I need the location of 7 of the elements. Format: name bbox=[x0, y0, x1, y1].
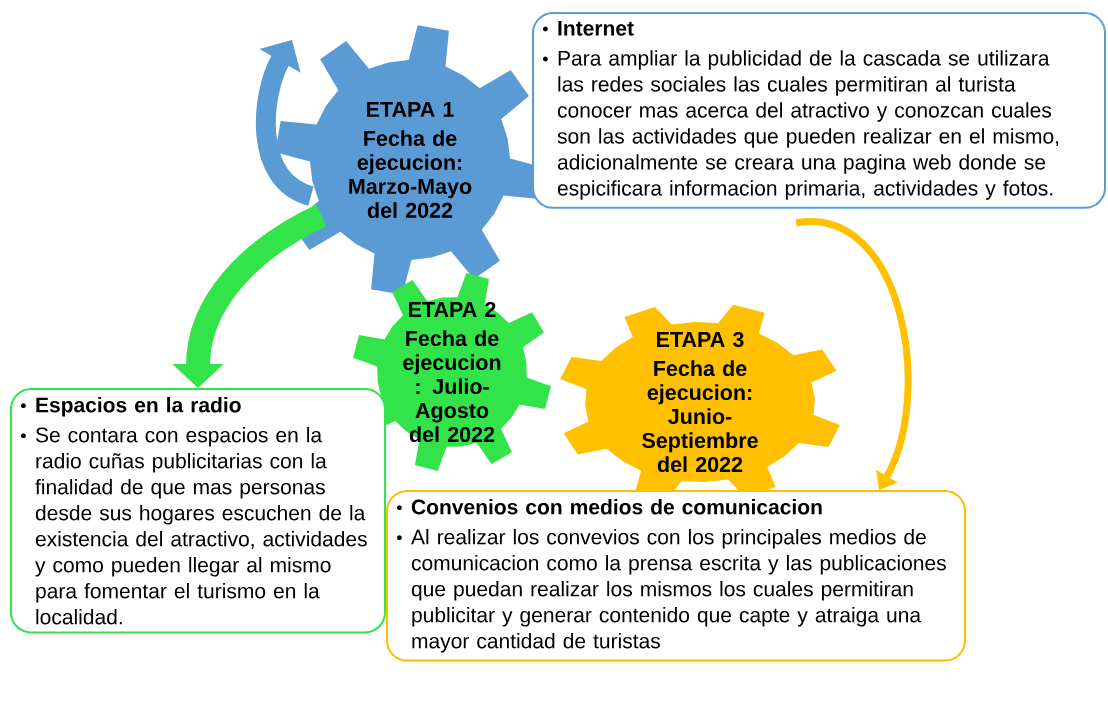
gear: ETAPA 3 Fecha de ejecucion: Junio-Septiembre del 2022 bbox=[560, 304, 840, 500]
text-box: Internet Para ampliar la publicidad de la cascada se utilizara las redes sociales las cuales permitiran al turista conocer mas acerca del atractivo y conozcan cuales son las actividades que pueden realizar en el mismo, adicionalmente se creara una pagina web donde se espicificara informacion primaria, actividades y fotos. bbox=[532, 12, 1106, 209]
gear: ETAPA 1 Fecha de ejecucion: Marzo-Mayo del 2022 bbox=[275, 25, 545, 295]
text-box: Espacios en la radio Se contara con espacios en la radio cuñas publicitarias con la finalidad de que mas personas desde sus hogares escuchen de la existencia del atractivo, actividades y como pueden llegar al mismo para fomentar el turismo en la localidad. bbox=[10, 388, 386, 634]
arrow bbox=[795, 218, 912, 490]
arrow bbox=[255, 40, 315, 206]
text-box: Convenios con medios de comunicacion Al realizar los convevios con los principales medios de comunicacion como la prensa escrita y las publicaciones que puedan realizar los mismos los cuales permitiran publicitar y generar contenido que capte y atraiga una mayor cantidad de turistas bbox=[386, 490, 966, 662]
